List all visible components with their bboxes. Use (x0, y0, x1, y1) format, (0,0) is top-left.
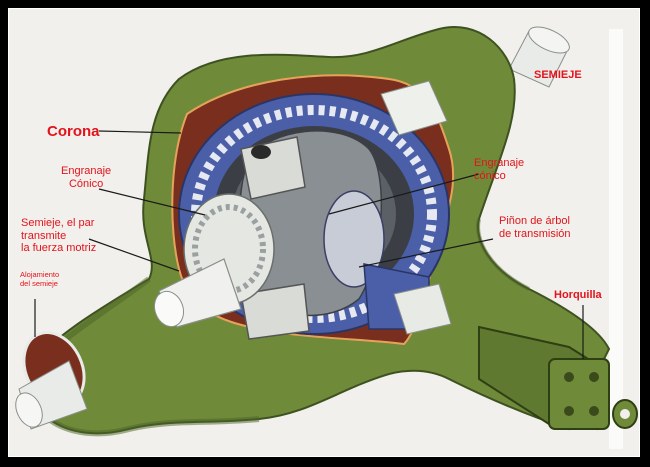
leader-lines (34, 130, 584, 359)
label-semieje-par-1: Semieje, el par (21, 217, 95, 229)
label-alojamiento-1: Alojamiento (20, 270, 60, 279)
label-horquilla: Horquilla (554, 289, 602, 301)
spider-gear-top (240, 136, 306, 200)
label-engranaje-conico-left-2: Cónico (68, 177, 104, 190)
spider-gear-bottom (240, 283, 310, 340)
label-engranaje-conico-right-1: Engranaje (474, 157, 525, 169)
label-engranaje-conico-left: Engranaje Cónico (61, 165, 111, 190)
label-engranaje-conico-right-2: cónico (474, 169, 506, 182)
label-pinon-1: Piñon de árbol (499, 215, 570, 227)
label-semieje: SEMIEJE (534, 69, 582, 81)
diagram-frame: SEMIEJE Corona Engranaje Cónico Engranaj… (8, 8, 640, 457)
label-pinon-2: de transmisión (499, 227, 571, 240)
label-semieje-par-3: la fuerza motriz (21, 242, 97, 255)
label-semieje-par: Semieje, el par transmite la fuerza motr… (21, 217, 96, 255)
axle-housing-opening (15, 331, 88, 430)
label-alojamiento-2: del semieje (20, 278, 58, 288)
left-half-shaft (153, 258, 242, 328)
label-pinon: Piñon de árbol de transmisión (499, 215, 571, 240)
label-semieje-par-2: transmite (21, 229, 67, 242)
label-engranaje-conico-left-1: Engranaje (61, 165, 112, 177)
side-gear-right (323, 190, 385, 288)
label-engranaje-conico-right: Engranaje cónico (474, 157, 524, 182)
label-alojamiento: Alojamiento del semieje (20, 270, 60, 288)
driveshaft-yoke (478, 325, 638, 431)
label-corona: Corona (47, 123, 100, 140)
right-inner-shaft (380, 80, 448, 136)
right-axle-shaft (508, 26, 570, 88)
differential-illustration (9, 9, 639, 456)
drive-pinion (363, 263, 452, 335)
